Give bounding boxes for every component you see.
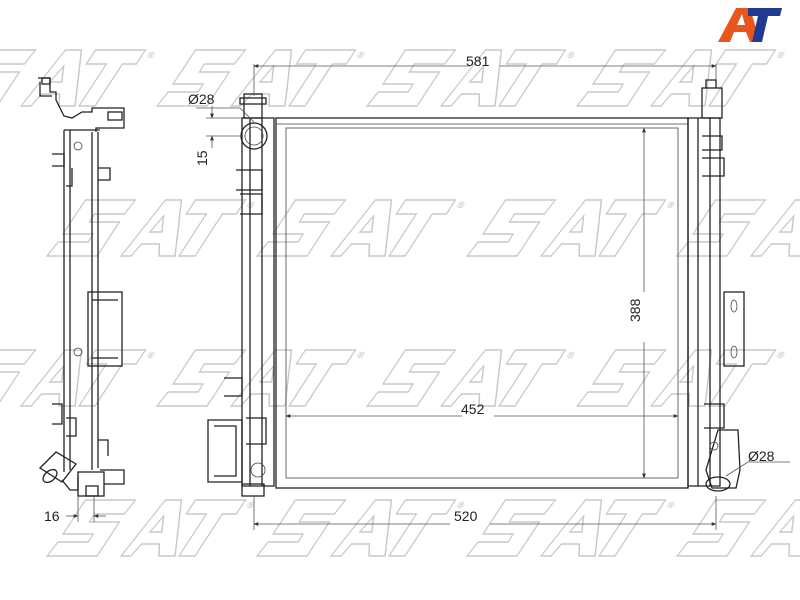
- svg-text:®: ®: [356, 350, 366, 360]
- svg-text:®: ®: [246, 500, 256, 510]
- overall-width-label: 581: [466, 53, 490, 69]
- svg-text:®: ®: [456, 200, 466, 210]
- svg-text:®: ®: [356, 50, 366, 60]
- svg-text:®: ®: [566, 50, 576, 60]
- svg-text:®: ®: [146, 50, 156, 60]
- svg-text:®: ®: [246, 200, 256, 210]
- svg-text:®: ®: [666, 500, 676, 510]
- front-view: 581 Ø28 15 388 452 Ø28 520: [188, 53, 790, 530]
- watermark-mark: ®: [365, 49, 576, 107]
- watermark-layer: ®®®®®®®®®®®®®®®®: [0, 49, 800, 557]
- watermark-mark: ®: [255, 199, 466, 257]
- watermark-mark: ®: [45, 199, 256, 257]
- inlet-diameter-label: Ø28: [188, 91, 215, 107]
- watermark-mark: ®: [0, 49, 156, 107]
- watermark-mark: ®: [155, 49, 366, 107]
- watermark-mark: ®: [255, 499, 466, 557]
- core-height-label: 388: [627, 298, 643, 322]
- outlet-diameter-label: Ø28: [748, 448, 775, 464]
- svg-text:®: ®: [456, 500, 466, 510]
- brand-logo: [718, 8, 782, 42]
- svg-text:®: ®: [566, 350, 576, 360]
- watermark-mark: ®: [575, 49, 786, 107]
- svg-text:®: ®: [666, 200, 676, 210]
- bottom-width-label: 520: [454, 508, 478, 524]
- watermark-mark: ®: [575, 349, 786, 407]
- svg-text:®: ®: [776, 50, 786, 60]
- inlet-offset-label: 15: [194, 150, 210, 166]
- watermark-mark: ®: [365, 349, 576, 407]
- watermark-mark: ®: [0, 349, 156, 407]
- watermark-mark: ®: [675, 199, 800, 257]
- svg-text:®: ®: [146, 350, 156, 360]
- svg-text:®: ®: [776, 350, 786, 360]
- watermark-mark: ®: [155, 349, 366, 407]
- watermark-mark: ®: [465, 199, 676, 257]
- core-width-label: 452: [461, 401, 485, 417]
- side-depth-label: 16: [44, 508, 60, 524]
- watermark-mark: ®: [675, 499, 800, 557]
- side-view: 16: [38, 77, 125, 524]
- watermark-mark: ®: [465, 499, 676, 557]
- watermark-mark: ®: [45, 499, 256, 557]
